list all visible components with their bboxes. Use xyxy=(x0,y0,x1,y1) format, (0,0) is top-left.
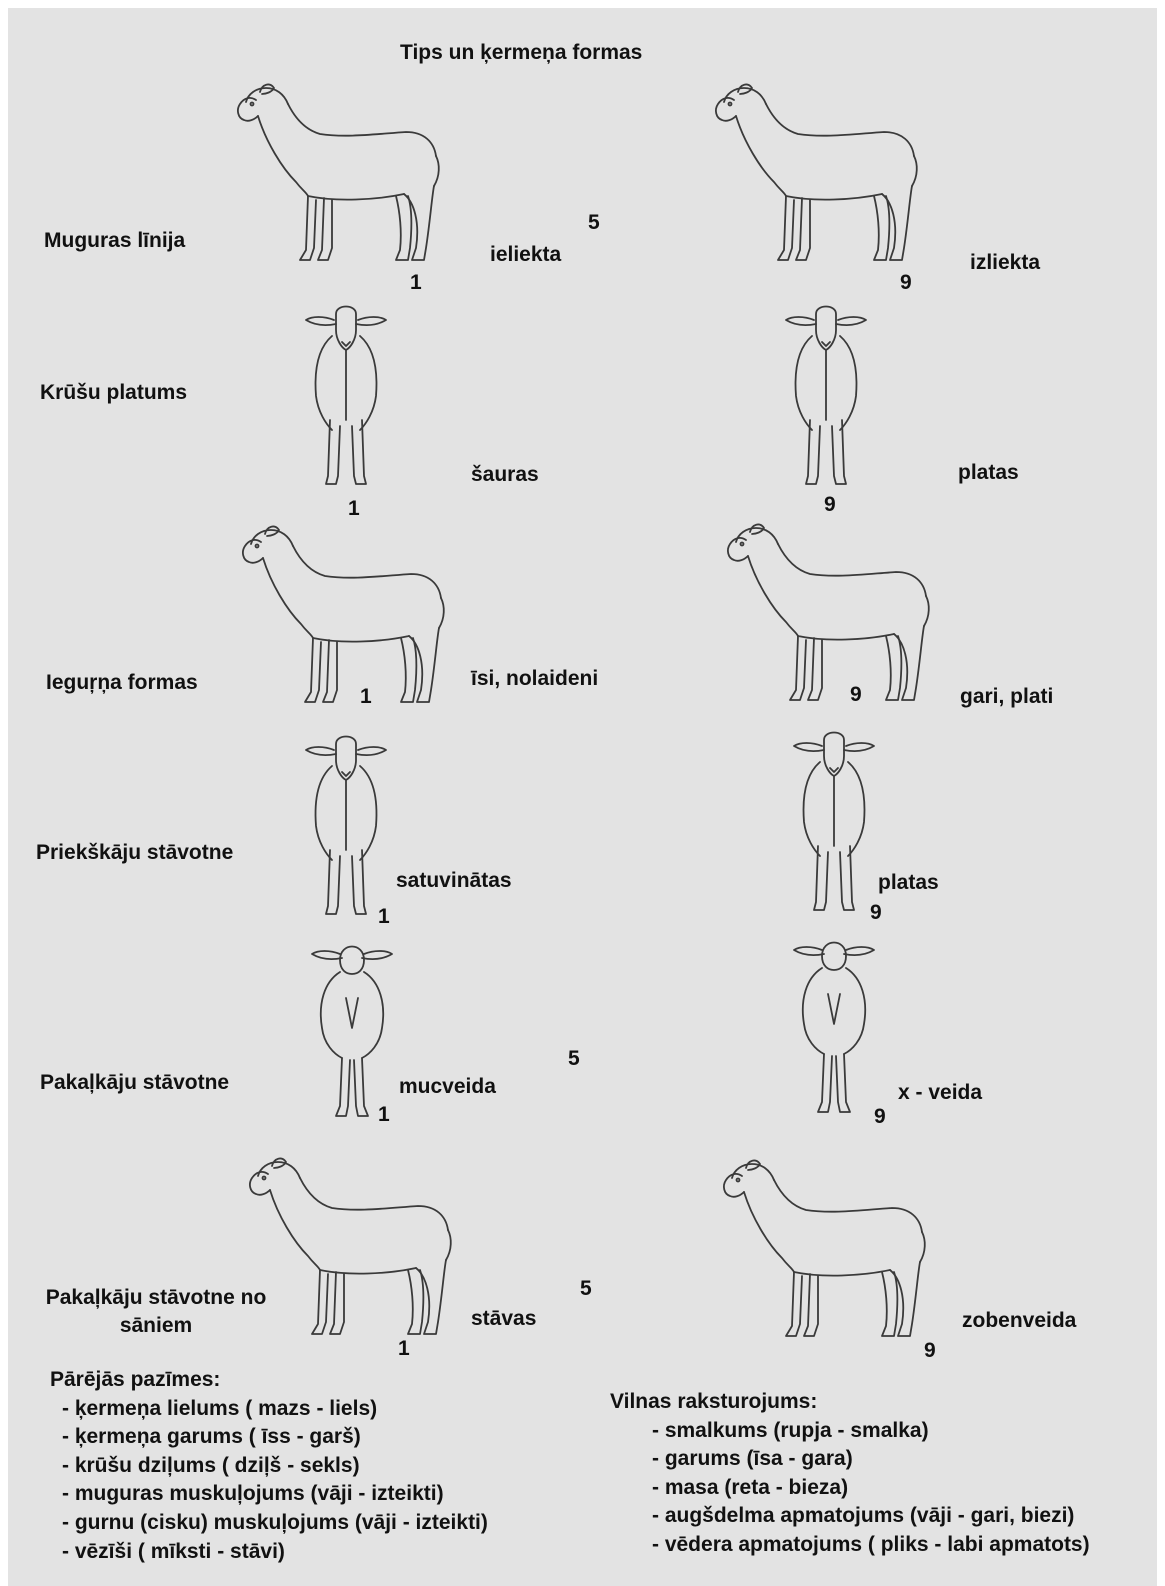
row-label-front-leg-stance: Priekškāju stāvotne xyxy=(36,842,233,863)
row-label-hind-leg-side-stance: Pakaļkāju stāvotne no sāniem xyxy=(26,1284,286,1340)
list-item: - muguras muskuļojums (vāji - izteikti) xyxy=(50,1480,488,1509)
option-right-label: izliekta xyxy=(970,252,1040,273)
score-9: 9 xyxy=(870,902,882,923)
option-left-label: ieliekta xyxy=(490,244,561,265)
row-label-pelvis-shape: Ieguŗņa formas xyxy=(46,672,198,693)
score-1: 1 xyxy=(398,1338,410,1359)
option-right-label: zobenveida xyxy=(962,1310,1076,1331)
row-label-line-1: Pakaļkāju stāvotne no xyxy=(26,1284,286,1312)
sheep-front-icon xyxy=(792,726,876,916)
list-item: - ķermeņa garums ( īss - garš) xyxy=(50,1423,488,1452)
score-5: 5 xyxy=(580,1278,592,1299)
sheep-side-icon xyxy=(714,72,924,272)
score-1: 1 xyxy=(360,686,372,707)
row-label-line-2: sāniem xyxy=(26,1312,286,1340)
option-right-label: gari, plati xyxy=(960,686,1053,707)
option-left-label: satuvinātas xyxy=(396,870,512,891)
option-left-label: mucveida xyxy=(399,1076,496,1097)
sheep-side-icon xyxy=(712,1148,942,1348)
option-right-label: platas xyxy=(878,872,939,893)
row-label-hind-leg-stance: Pakaļkāju stāvotne xyxy=(40,1072,229,1093)
option-right-label: platas xyxy=(958,462,1019,483)
option-left-label: stāvas xyxy=(471,1308,536,1329)
page-title: Tips un ķermeņa formas xyxy=(400,42,642,63)
list-item: - augšdelma apmatojums (vāji - gari, bie… xyxy=(610,1502,1090,1531)
sheep-front-icon xyxy=(306,300,386,490)
other-traits-list: Pārējās pazīmes: - ķermeņa lielums ( maz… xyxy=(50,1366,488,1566)
row-label-chest-width: Krūšu platums xyxy=(40,382,187,403)
score-9: 9 xyxy=(874,1106,886,1127)
wool-traits-list: Vilnas raksturojums: - smalkums (rupja -… xyxy=(610,1388,1090,1560)
sheep-side-icon xyxy=(236,514,456,714)
sheep-rear-icon xyxy=(312,938,392,1118)
score-5: 5 xyxy=(568,1048,580,1069)
option-left-label: īsi, nolaideni xyxy=(471,668,598,689)
wool-traits-heading: Vilnas raksturojums: xyxy=(610,1388,1090,1417)
list-item: - smalkums (rupja - smalka) xyxy=(610,1417,1090,1446)
list-item: - vēdera apmatojums ( pliks - labi apmat… xyxy=(610,1531,1090,1560)
list-item: - garums (īsa - gara) xyxy=(610,1445,1090,1474)
option-right-label: x - veida xyxy=(898,1082,982,1103)
list-item: - krūšu dziļums ( dziļš - sekls) xyxy=(50,1452,488,1481)
sheep-front-icon xyxy=(786,300,866,490)
sheep-side-icon xyxy=(236,72,446,272)
score-1: 1 xyxy=(378,1104,390,1125)
sheep-front-icon xyxy=(306,730,386,920)
option-left-label: šauras xyxy=(471,464,539,485)
list-item: - ķermeņa lielums ( mazs - liels) xyxy=(50,1395,488,1424)
sheep-rear-icon xyxy=(794,934,874,1114)
score-5: 5 xyxy=(588,212,600,233)
row-label-back-line: Muguras līnija xyxy=(44,230,185,251)
document-page: Tips un ķermeņa formas Muguras līnija 1 … xyxy=(8,8,1157,1586)
list-item: - gurnu (cisku) muskuļojums (vāji - izte… xyxy=(50,1509,488,1538)
list-item: - masa (reta - bieza) xyxy=(610,1474,1090,1503)
other-traits-heading: Pārējās pazīmes: xyxy=(50,1366,488,1395)
score-9: 9 xyxy=(850,684,862,705)
list-item: - vēzīši ( mīksti - stāvi) xyxy=(50,1538,488,1567)
score-9: 9 xyxy=(900,272,912,293)
sheep-side-icon xyxy=(726,512,936,712)
score-1: 1 xyxy=(410,272,422,293)
score-9: 9 xyxy=(924,1340,936,1361)
score-1: 1 xyxy=(378,906,390,927)
sheep-side-icon xyxy=(248,1146,458,1346)
